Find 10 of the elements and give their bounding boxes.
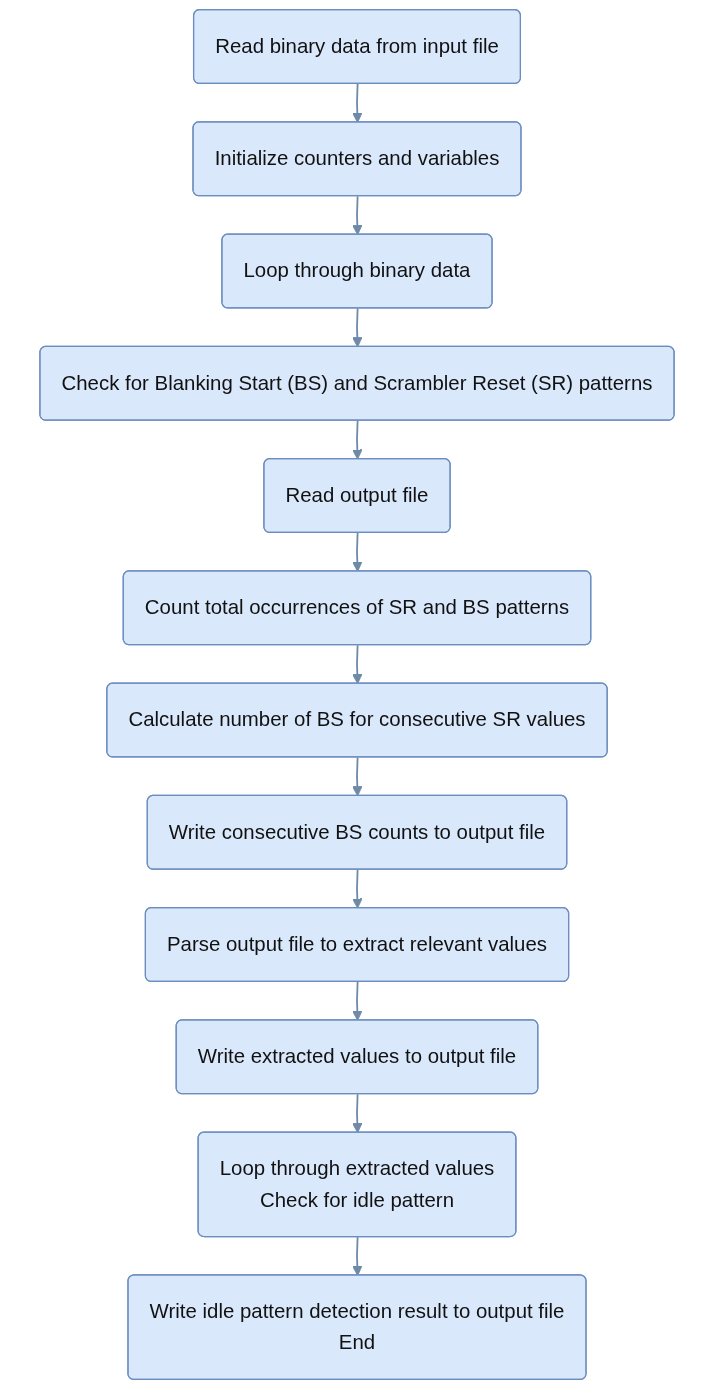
arrow — [352, 1093, 363, 1134]
arrow — [352, 195, 363, 236]
arrow — [352, 981, 363, 1021]
arrow — [352, 868, 363, 909]
arrow — [352, 83, 363, 123]
arrow — [352, 532, 363, 572]
arrow — [352, 307, 363, 348]
arrow — [352, 756, 363, 797]
arrow — [352, 419, 363, 460]
arrow — [352, 644, 363, 685]
